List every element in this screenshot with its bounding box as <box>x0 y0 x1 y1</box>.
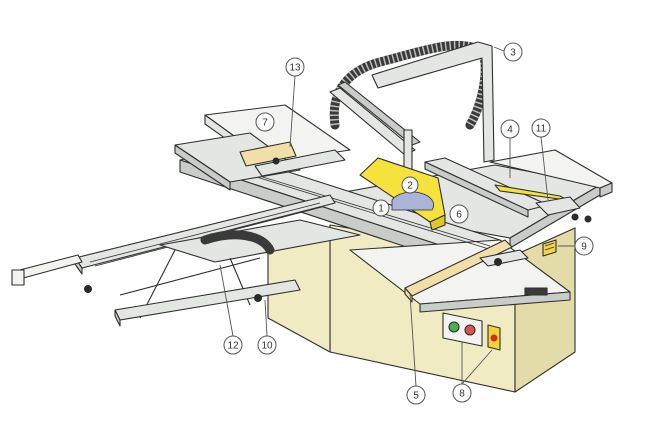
crosscut-fence <box>239 141 346 177</box>
dust-hose-arm <box>329 40 495 176</box>
callout-leader-13 <box>289 75 296 148</box>
callout-circle-9 <box>574 236 594 256</box>
callout-label-6: 6 <box>456 210 462 221</box>
callout-leader-11 <box>540 136 549 201</box>
callout-circle-12 <box>223 335 243 355</box>
callout-2: 2 <box>401 176 419 194</box>
callout-8: 8 <box>452 342 493 403</box>
callout-13: 13 <box>285 57 305 148</box>
callout-label-7: 7 <box>262 118 268 129</box>
callout-label-13: 13 <box>289 63 301 74</box>
emergency-stop-button[interactable] <box>490 334 498 342</box>
callout-circle-7 <box>255 112 275 132</box>
rip-fence <box>404 239 548 303</box>
callout-label-11: 11 <box>536 124 547 135</box>
callout-11: 11 <box>531 118 551 201</box>
callout-4: 4 <box>500 119 520 178</box>
callout-label-5: 5 <box>413 391 419 402</box>
callout-9: 9 <box>558 236 594 256</box>
callout-circle-6 <box>449 204 469 224</box>
blade-guard-assembly <box>359 157 446 231</box>
callout-leader-5 <box>409 293 417 387</box>
callout-10: 10 <box>257 299 277 355</box>
callout-circle-13 <box>285 57 305 77</box>
tilt-scale-indicator <box>542 239 557 257</box>
callout-7: 7 <box>255 112 275 132</box>
outrigger-frame <box>11 194 361 327</box>
callout-12: 12 <box>219 264 243 355</box>
callout-label-9: 9 <box>581 242 587 253</box>
callout-label-2: 2 <box>407 181 413 192</box>
callout-circle-3 <box>503 42 523 62</box>
callout-circle-2 <box>401 176 419 194</box>
callout-circle-11 <box>531 118 551 138</box>
stop-button[interactable] <box>464 324 476 336</box>
rear-table-extension <box>174 104 351 191</box>
callout-leader-12 <box>219 264 234 337</box>
start-button[interactable] <box>448 321 460 333</box>
callout-1: 1 <box>372 199 390 217</box>
callout-3: 3 <box>493 42 523 62</box>
control-panel <box>442 312 501 351</box>
callout-label-4: 4 <box>507 125 513 136</box>
callout-circle-10 <box>257 335 277 355</box>
callout-5: 5 <box>406 293 426 405</box>
callout-leader-3 <box>493 46 505 52</box>
callout-label-8: 8 <box>459 389 465 400</box>
callout-leader-8 <box>461 349 493 385</box>
callout-circle-5 <box>406 385 426 405</box>
callout-circle-4 <box>500 119 520 139</box>
callout-6: 6 <box>449 204 469 224</box>
callout-circle-1 <box>372 199 390 217</box>
parallel-guide <box>424 157 592 223</box>
callout-label-10: 10 <box>261 341 273 352</box>
saw-blade <box>391 191 435 211</box>
callout-circle-8 <box>452 383 472 403</box>
callout-label-1: 1 <box>378 204 384 215</box>
callout-leader-10 <box>264 299 268 337</box>
callout-label-3: 3 <box>510 48 516 59</box>
callout-label-12: 12 <box>227 341 239 352</box>
